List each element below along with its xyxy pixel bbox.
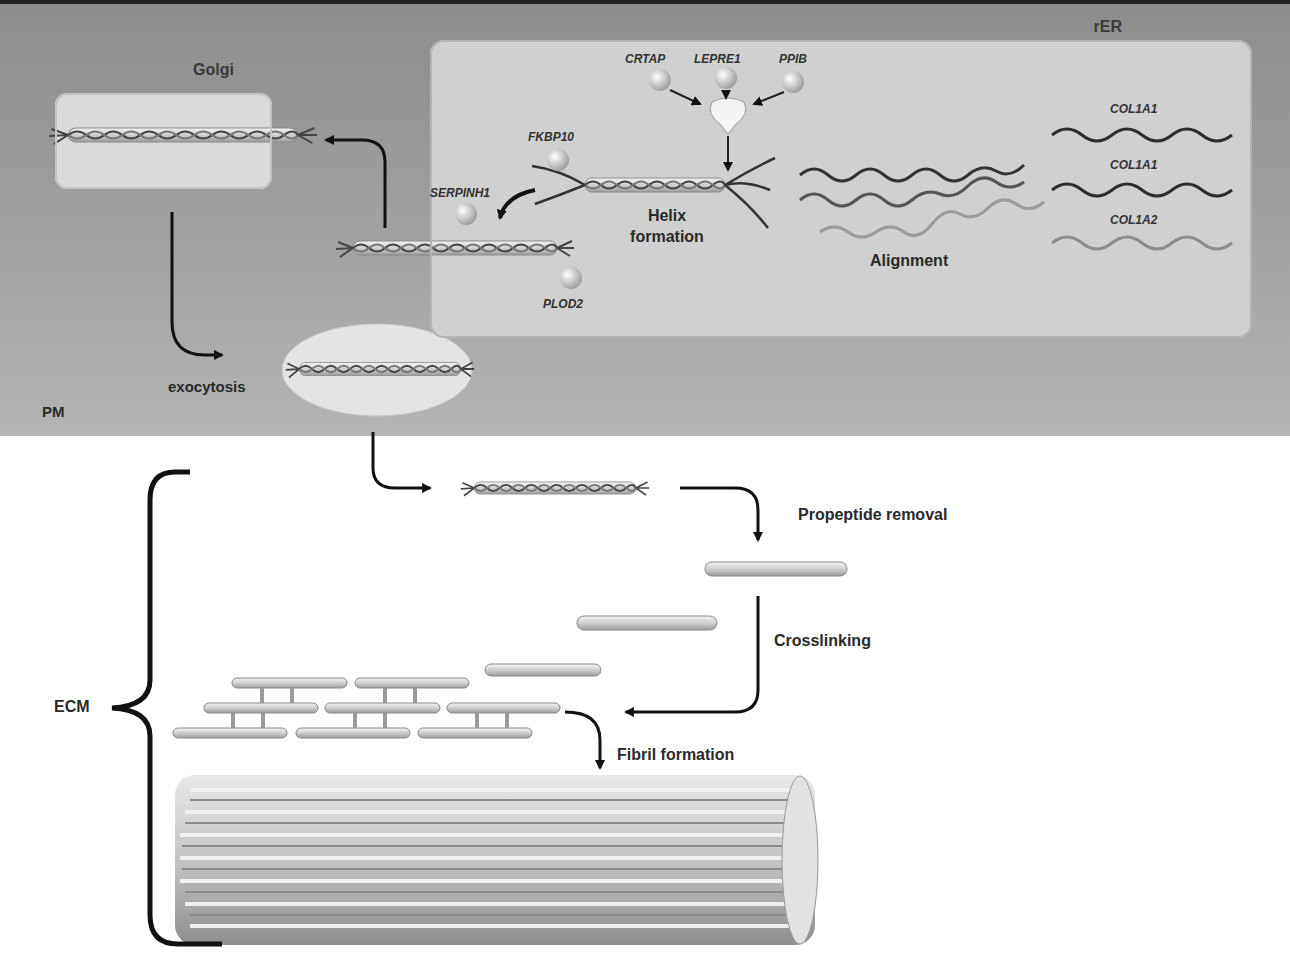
gene-label: PLOD2: [543, 297, 583, 311]
prolyl-hydroxylation-complex: [710, 98, 746, 134]
region-label: ECM: [54, 698, 90, 716]
gene-label: LEPRE1: [694, 52, 741, 66]
cytoplasm-band: [0, 0, 1290, 436]
step-label: Crosslinking: [774, 632, 871, 650]
rer-compartment: rER: [430, 40, 1252, 338]
frame-edge: [0, 0, 1290, 4]
crosslinks: [233, 688, 507, 728]
ecm-brace: [112, 472, 222, 944]
gene-label: CRTAP: [625, 52, 665, 66]
gene-label: PPIB: [779, 52, 807, 66]
step-label: exocytosis: [168, 378, 246, 395]
serpinh1-arrow: [500, 190, 535, 218]
golgi-compartment: Golgi: [55, 93, 272, 189]
gene-label: COL1A2: [1110, 213, 1157, 227]
step-label: Fibril formation: [617, 746, 734, 764]
compartment-label: rER: [1094, 18, 1122, 36]
process-arrows: [172, 140, 758, 768]
gene-label: FKBP10: [528, 130, 574, 144]
procollagen: [336, 241, 574, 257]
collagen-fibril: [175, 775, 818, 945]
rer-fill: [430, 40, 1252, 338]
procollagen: [49, 128, 317, 144]
gene-label: SERPINH1: [430, 186, 490, 200]
aligning-chains: [800, 165, 1044, 237]
step-label: Propeptide removal: [798, 506, 947, 524]
gene-label: COL1A1: [1110, 102, 1157, 116]
step-label: Helix formation: [612, 205, 722, 247]
step-label: Alignment: [870, 252, 948, 270]
compartment-label: Golgi: [193, 61, 234, 79]
procollagen: [461, 482, 649, 496]
procollagen: [286, 362, 474, 377]
alpha-chains: [1052, 129, 1232, 249]
tropocollagen: [173, 562, 847, 738]
small-arrows: [670, 90, 784, 170]
membrane-label: PM: [42, 403, 65, 420]
gene-label: COL1A1: [1110, 158, 1157, 172]
protein-balls: [455, 67, 804, 289]
